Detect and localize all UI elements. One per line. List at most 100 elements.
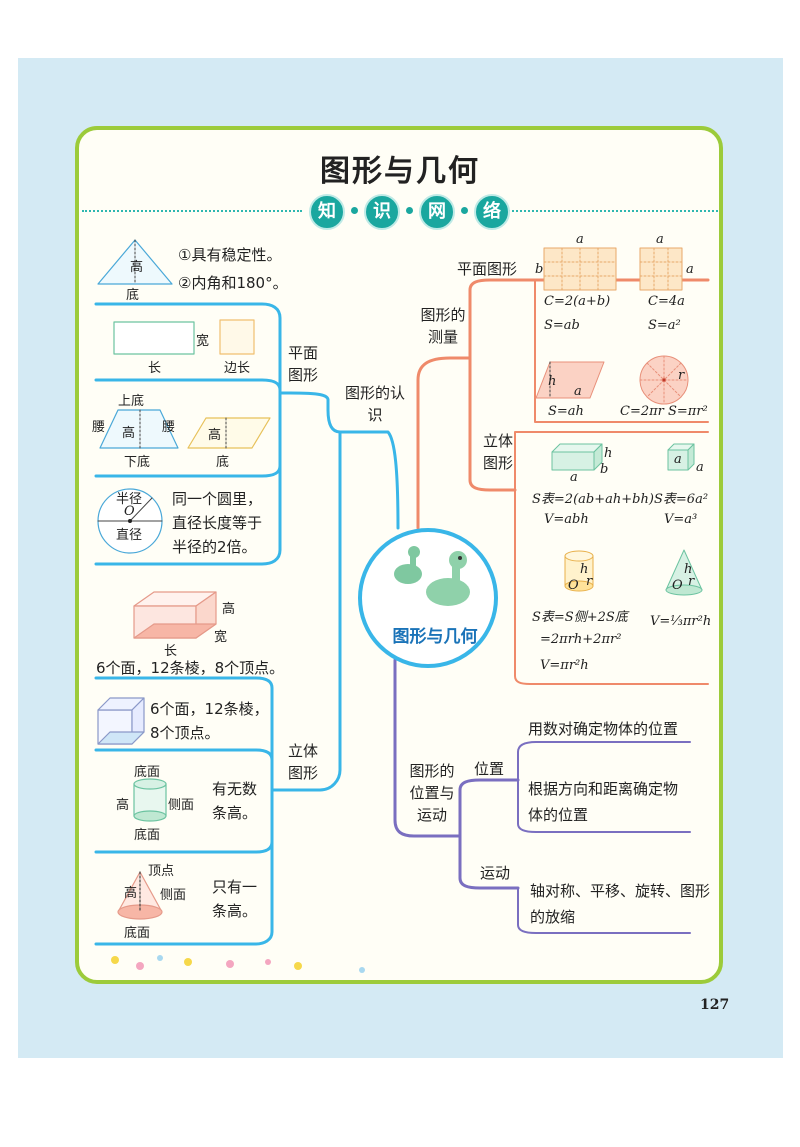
measure-cuboid — [551, 443, 603, 471]
cuboid-height: 高 — [222, 602, 236, 617]
cuboid-length: 长 — [164, 644, 178, 659]
badge-shi: 识 — [364, 194, 400, 230]
para-S: S=ah — [548, 404, 584, 419]
measure-cube — [667, 443, 695, 471]
para-h: h — [548, 374, 557, 389]
cone-shape — [117, 871, 163, 920]
cylinder-S1: S表=S侧+2S底 — [532, 610, 628, 625]
rect-S: S=ab — [544, 318, 580, 333]
cone-h: h — [684, 562, 693, 577]
square-side: 边长 — [224, 361, 251, 376]
position-item2b: 体的位置 — [528, 806, 589, 824]
cylinder-bottom: 底面 — [134, 828, 161, 843]
trapezoid-leg-left: 腰 — [92, 420, 106, 435]
circle-center: O — [124, 504, 135, 519]
badge-dot — [406, 207, 413, 214]
recognition-branch-lines — [94, 302, 400, 946]
cone-side: 侧面 — [160, 888, 187, 903]
cylinder-h: h — [580, 562, 589, 577]
trapezoid-bottom: 下底 — [124, 455, 151, 470]
recognition-solid-label: 立体图形 — [287, 742, 318, 782]
cone-line2: 条高。 — [212, 902, 258, 920]
badge-wang: 网 — [419, 194, 455, 230]
cuboid-S: S表=2(ab+ah+bh) — [532, 492, 654, 507]
cuboid-shape — [133, 591, 217, 639]
cuboid-a: a — [570, 470, 578, 485]
rect-width: 宽 — [196, 334, 210, 349]
cone-V: V=⅓πr²h — [650, 614, 712, 629]
position-item3b: 的放缩 — [530, 908, 576, 926]
cone-height: 高 — [124, 886, 138, 901]
measure-cylinder — [564, 550, 594, 592]
cube-V: V=a³ — [664, 512, 698, 527]
cuboid-width: 宽 — [214, 630, 228, 645]
position-item2a: 根据方向和距离确定物 — [528, 780, 679, 798]
trapezoid-top: 上底 — [118, 394, 145, 409]
badge-luo: 络 — [474, 194, 510, 230]
circle-line3: 半径的2倍。 — [172, 538, 257, 556]
position-pos-label: 位置 — [474, 760, 505, 778]
measurement-solid-label: 立体图形 — [482, 432, 513, 472]
measure-parallelogram — [535, 361, 605, 399]
measurement-branch-lines — [416, 278, 710, 685]
square-a-right: a — [686, 262, 694, 277]
measurement-label: 图形的测量 — [420, 306, 466, 346]
divider-left — [82, 210, 302, 212]
badge-dot — [461, 207, 468, 214]
circle-diameter: 直径 — [116, 528, 143, 543]
cube-a2: a — [696, 460, 704, 475]
cylinder-r: r — [586, 574, 593, 589]
cuboid-b: b — [600, 462, 609, 477]
cylinder-side: 侧面 — [168, 798, 195, 813]
cylinder-S2: =2πrh+2πr² — [540, 632, 622, 647]
cylinder-V: V=πr²h — [540, 658, 589, 673]
cylinder-line1: 有无数 — [212, 780, 258, 798]
position-item3a: 轴对称、平移、旋转、图形 — [530, 882, 711, 900]
square-C: C=4a — [648, 294, 685, 309]
trapezoid-shape — [99, 409, 179, 449]
rectangle-shape — [113, 321, 195, 355]
cone-r: r — [688, 574, 695, 589]
cube-S: S表=6a² — [654, 492, 709, 507]
triangle-prop1: ①具有稳定性。 — [178, 246, 282, 264]
cone-O: O — [672, 578, 683, 593]
cone-apex: 顶点 — [148, 864, 175, 879]
para-a: a — [574, 384, 582, 399]
divider-right — [500, 210, 718, 212]
rect-length: 长 — [148, 361, 162, 376]
badge-zhi: 知 — [309, 194, 345, 230]
cylinder-height: 高 — [116, 798, 130, 813]
cylinder-O: O — [568, 578, 579, 593]
cuboid-h: h — [604, 446, 613, 461]
cone-bottom: 底面 — [124, 926, 151, 941]
square-a-top: a — [656, 232, 664, 247]
measure-rectangle — [543, 247, 617, 291]
measure-circle — [639, 355, 689, 405]
measure-cone — [665, 549, 703, 596]
cube-a1: a — [674, 452, 682, 467]
cylinder-line2: 条高。 — [212, 804, 258, 822]
circle-radius: 半径 — [116, 492, 143, 507]
recognition-label: 图形的认识 — [345, 384, 406, 424]
position-move-label: 运动 — [480, 864, 511, 882]
triangle-base: 底 — [126, 288, 140, 303]
rect-C: C=2(a+b) — [544, 294, 611, 309]
trapezoid-height: 高 — [122, 426, 136, 441]
cube-line2: 8个顶点。 — [150, 724, 220, 742]
parallelogram-height: 高 — [208, 428, 222, 443]
page-number: 127 — [700, 997, 730, 1013]
recognition-plane-label: 平面图形 — [287, 344, 318, 384]
circle-line1: 同一个圆里， — [172, 490, 263, 508]
parallelogram-shape — [187, 417, 271, 449]
cuboid-desc: 6个面，12条棱，8个顶点。 — [96, 659, 285, 677]
cylinder-shape — [133, 778, 167, 822]
circle-formula: C=2πr S=πr² — [620, 404, 708, 419]
cube-shape — [97, 697, 145, 745]
circle-r: r — [678, 368, 685, 383]
cone-line1: 只有一 — [212, 878, 258, 896]
flower-decoration — [111, 955, 365, 973]
measure-square — [639, 247, 683, 291]
position-branch-lines — [393, 658, 691, 934]
square-shape — [219, 319, 255, 355]
